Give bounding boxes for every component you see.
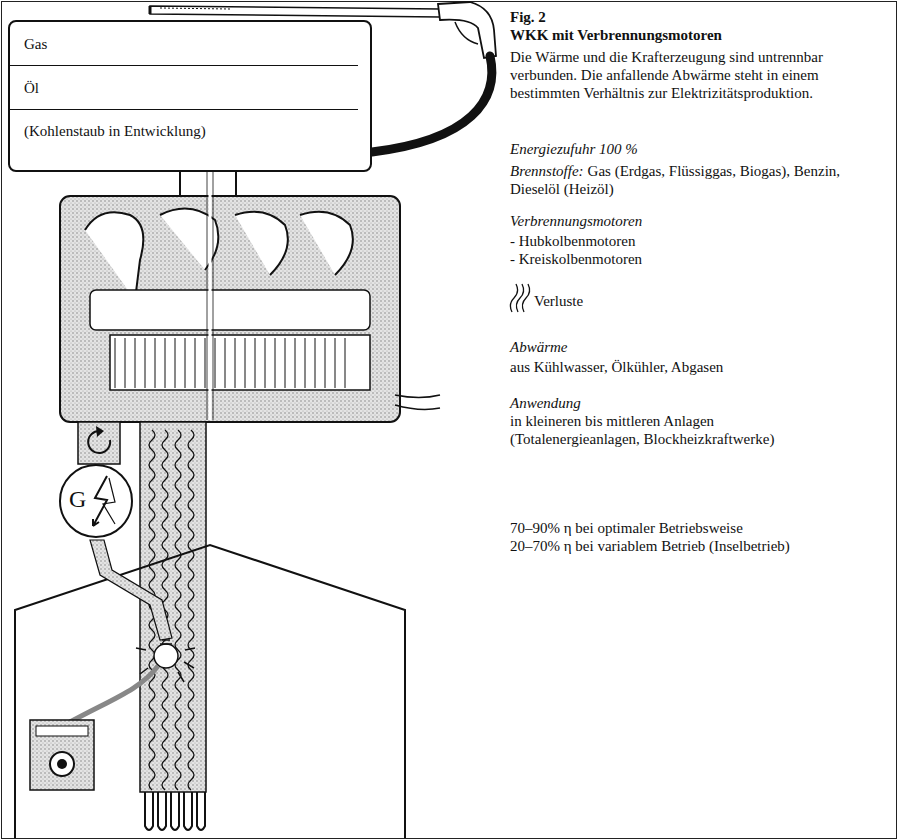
description: Die Wärme und die Krafterzeugung sind un… — [510, 48, 892, 102]
tank-label: Gas — [10, 22, 358, 66]
list-item: - Kreiskolbenmotoren — [510, 250, 890, 268]
callout-label: Verluste — [534, 292, 734, 310]
note: aus Kühlwasser, Ölkühler, Abgasen — [510, 358, 890, 376]
efficiency-note: 20–70% η bei variablem Betrieb (Inselbet… — [510, 537, 890, 555]
note: in kleineren bis mittleren Anlagen (Tota… — [510, 412, 810, 448]
power-band — [90, 540, 172, 640]
fuel-line: Brennstoffe:Gas (Erdgas, Flüssiggas, Bio… — [510, 162, 890, 198]
generator-label: G — [69, 486, 86, 512]
fuel-tank: GasÖl(Kohlenstaub in Entwicklung) — [8, 20, 372, 172]
figure-title: WKK mit Verbrennungsmotoren — [510, 26, 890, 44]
engine-fins — [115, 338, 345, 388]
tank-label: Öl — [10, 66, 358, 110]
house-outline — [15, 545, 405, 838]
list-item: - Hubkolbenmotoren — [510, 232, 890, 250]
heading: Verbrennungsmotoren — [510, 212, 890, 230]
stove-appliance — [30, 720, 94, 790]
heading: Energiezufuhr 100 % — [510, 140, 890, 158]
light-bulb — [70, 640, 195, 722]
generator-circle: G — [57, 462, 135, 540]
shaft — [78, 422, 120, 464]
figure-number: Fig. 2 — [510, 8, 890, 26]
tank-label: (Kohlenstaub in Entwicklung) — [10, 110, 370, 170]
heat-band — [140, 422, 206, 830]
engine-block — [60, 172, 440, 422]
heading: Anwendung — [510, 394, 890, 412]
generator-symbol — [57, 462, 135, 540]
efficiency-note: 70–90% η bei optimaler Betriebsweise — [510, 519, 890, 537]
heading: Abwärme — [510, 338, 890, 356]
losses-symbol — [510, 284, 529, 312]
heading: Brennstoffe: — [510, 163, 584, 179]
